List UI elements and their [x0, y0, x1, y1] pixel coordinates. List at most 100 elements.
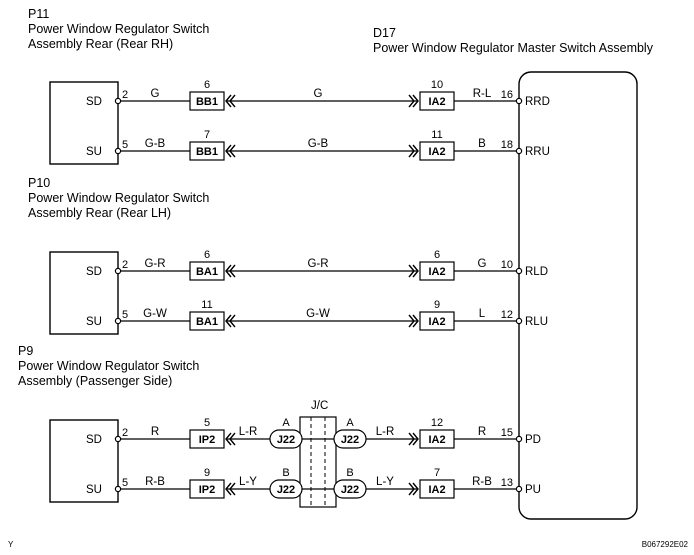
connector-chevrons [408, 314, 419, 328]
footer-left: Y [8, 540, 14, 549]
wire-color-label: G-W [306, 308, 330, 320]
wire-color-label: L-Y [376, 476, 394, 488]
switch-terminal-point [114, 435, 122, 443]
wire-color-label: R [151, 426, 159, 438]
connector-ia2-pin: 11 [431, 129, 442, 141]
junction-plug-left: J22 A [269, 417, 303, 449]
wire-color-label: G [151, 88, 160, 100]
wire-color-label: L-R [239, 426, 258, 438]
switch-terminal-pin: 2 [122, 259, 128, 271]
connector-ip2-label: IP2 [199, 484, 216, 496]
junction-plug-left-pin: B [282, 467, 289, 479]
switch-terminal-point [114, 267, 122, 275]
title-d17-code: D17 [373, 26, 396, 40]
junction-plug-right-pin: B [346, 467, 353, 479]
connector-chevrons-chev [408, 264, 415, 278]
connector-ip2-box [189, 429, 225, 449]
connector-ia2-label: IA2 [428, 96, 445, 108]
connector-ba1-box [189, 261, 225, 281]
connector-bb1-box [189, 91, 225, 111]
switch-terminal-point [114, 147, 122, 155]
connector-chevrons-chev [412, 482, 419, 496]
connector-bb1-label: BB1 [196, 146, 218, 158]
connector-chevrons [408, 94, 419, 108]
master-terminal-pin: 13 [501, 477, 513, 489]
switch-terminal-point [114, 317, 122, 325]
junction-plug-right-label: J22 [341, 434, 359, 446]
switch-terminal-point [114, 485, 122, 493]
master-terminal-pin: 15 [501, 427, 513, 439]
switch-box-p9 [49, 419, 119, 503]
switch-terminal-label: SU [86, 316, 102, 328]
title-p11: P11 Power Window Regulator Switch Assemb… [28, 7, 209, 51]
title-p10: P10 Power Window Regulator Switch Assemb… [28, 176, 209, 220]
master-terminal-label: RRU [525, 146, 550, 158]
title-p10-line2: Assembly Rear (Rear LH) [28, 206, 171, 220]
wire-color-label: R [478, 426, 486, 438]
master-terminal-label: PD [525, 434, 541, 446]
connector-ba1-pin: 11 [201, 299, 212, 311]
junction-connector: J/C [299, 400, 337, 508]
master-terminal-pin: 10 [501, 259, 513, 271]
title-p11-line2: Assembly Rear (Rear RH) [28, 37, 173, 51]
wire-color-label: R-B [145, 476, 165, 488]
connector-ip2-pin: 5 [204, 417, 210, 429]
wire-color-label: G-B [145, 138, 166, 150]
junction-plug-left-label: J22 [277, 434, 295, 446]
switch-terminal-label: SD [86, 434, 102, 446]
wire-color-label: R-L [473, 88, 492, 100]
connector-ba1-label: BA1 [196, 316, 218, 328]
connector-bb1-pin: 7 [204, 129, 210, 141]
master-terminal-label: PU [525, 484, 541, 496]
wire-color-label: G-B [308, 138, 329, 150]
junction-plug-left: J22 B [269, 467, 303, 499]
connector-chevrons [408, 482, 419, 496]
connector-ia2-label: IA2 [428, 484, 445, 496]
junction-plug-left-pin: A [282, 417, 290, 429]
connector-chevrons [408, 144, 419, 158]
switch-box-p10 [49, 251, 119, 335]
connector-chevrons-chev [408, 482, 415, 496]
connector-ip2-box [189, 479, 225, 499]
title-p10-code: P10 [28, 176, 50, 190]
title-p11-line1: Power Window Regulator Switch [28, 22, 209, 36]
master-terminal-pin: 16 [501, 89, 513, 101]
title-p10-line1: Power Window Regulator Switch [28, 191, 209, 205]
junction-plug-left-label: J22 [277, 484, 295, 496]
connector-ip2-label: IP2 [199, 434, 216, 446]
wire-color-label: L-R [376, 426, 395, 438]
master-terminal-point [515, 267, 523, 275]
switch-terminal-label: SD [86, 266, 102, 278]
connector-chevrons-chev [408, 432, 415, 446]
connector-chevrons-chev [408, 94, 415, 108]
connector-chevrons-chev [412, 314, 419, 328]
master-terminal-pin: 18 [501, 139, 513, 151]
connector-ia2-label: IA2 [428, 316, 445, 328]
connector-bb1-box [189, 141, 225, 161]
jc-label: J/C [311, 400, 328, 412]
junction-plug-right-pin: A [346, 417, 354, 429]
connector-chevrons-chev [408, 314, 415, 328]
connector-ia2-label: IA2 [428, 146, 445, 158]
connector-ia2-pin: 9 [434, 299, 440, 311]
wire-color-label: G-R [144, 258, 165, 270]
switch-terminal-pin: 5 [122, 477, 128, 489]
title-p9-code: P9 [18, 344, 33, 358]
connector-bb1-pin: 6 [204, 79, 210, 91]
wire-color-label: G [314, 88, 323, 100]
connector-ia2-label: IA2 [428, 266, 445, 278]
